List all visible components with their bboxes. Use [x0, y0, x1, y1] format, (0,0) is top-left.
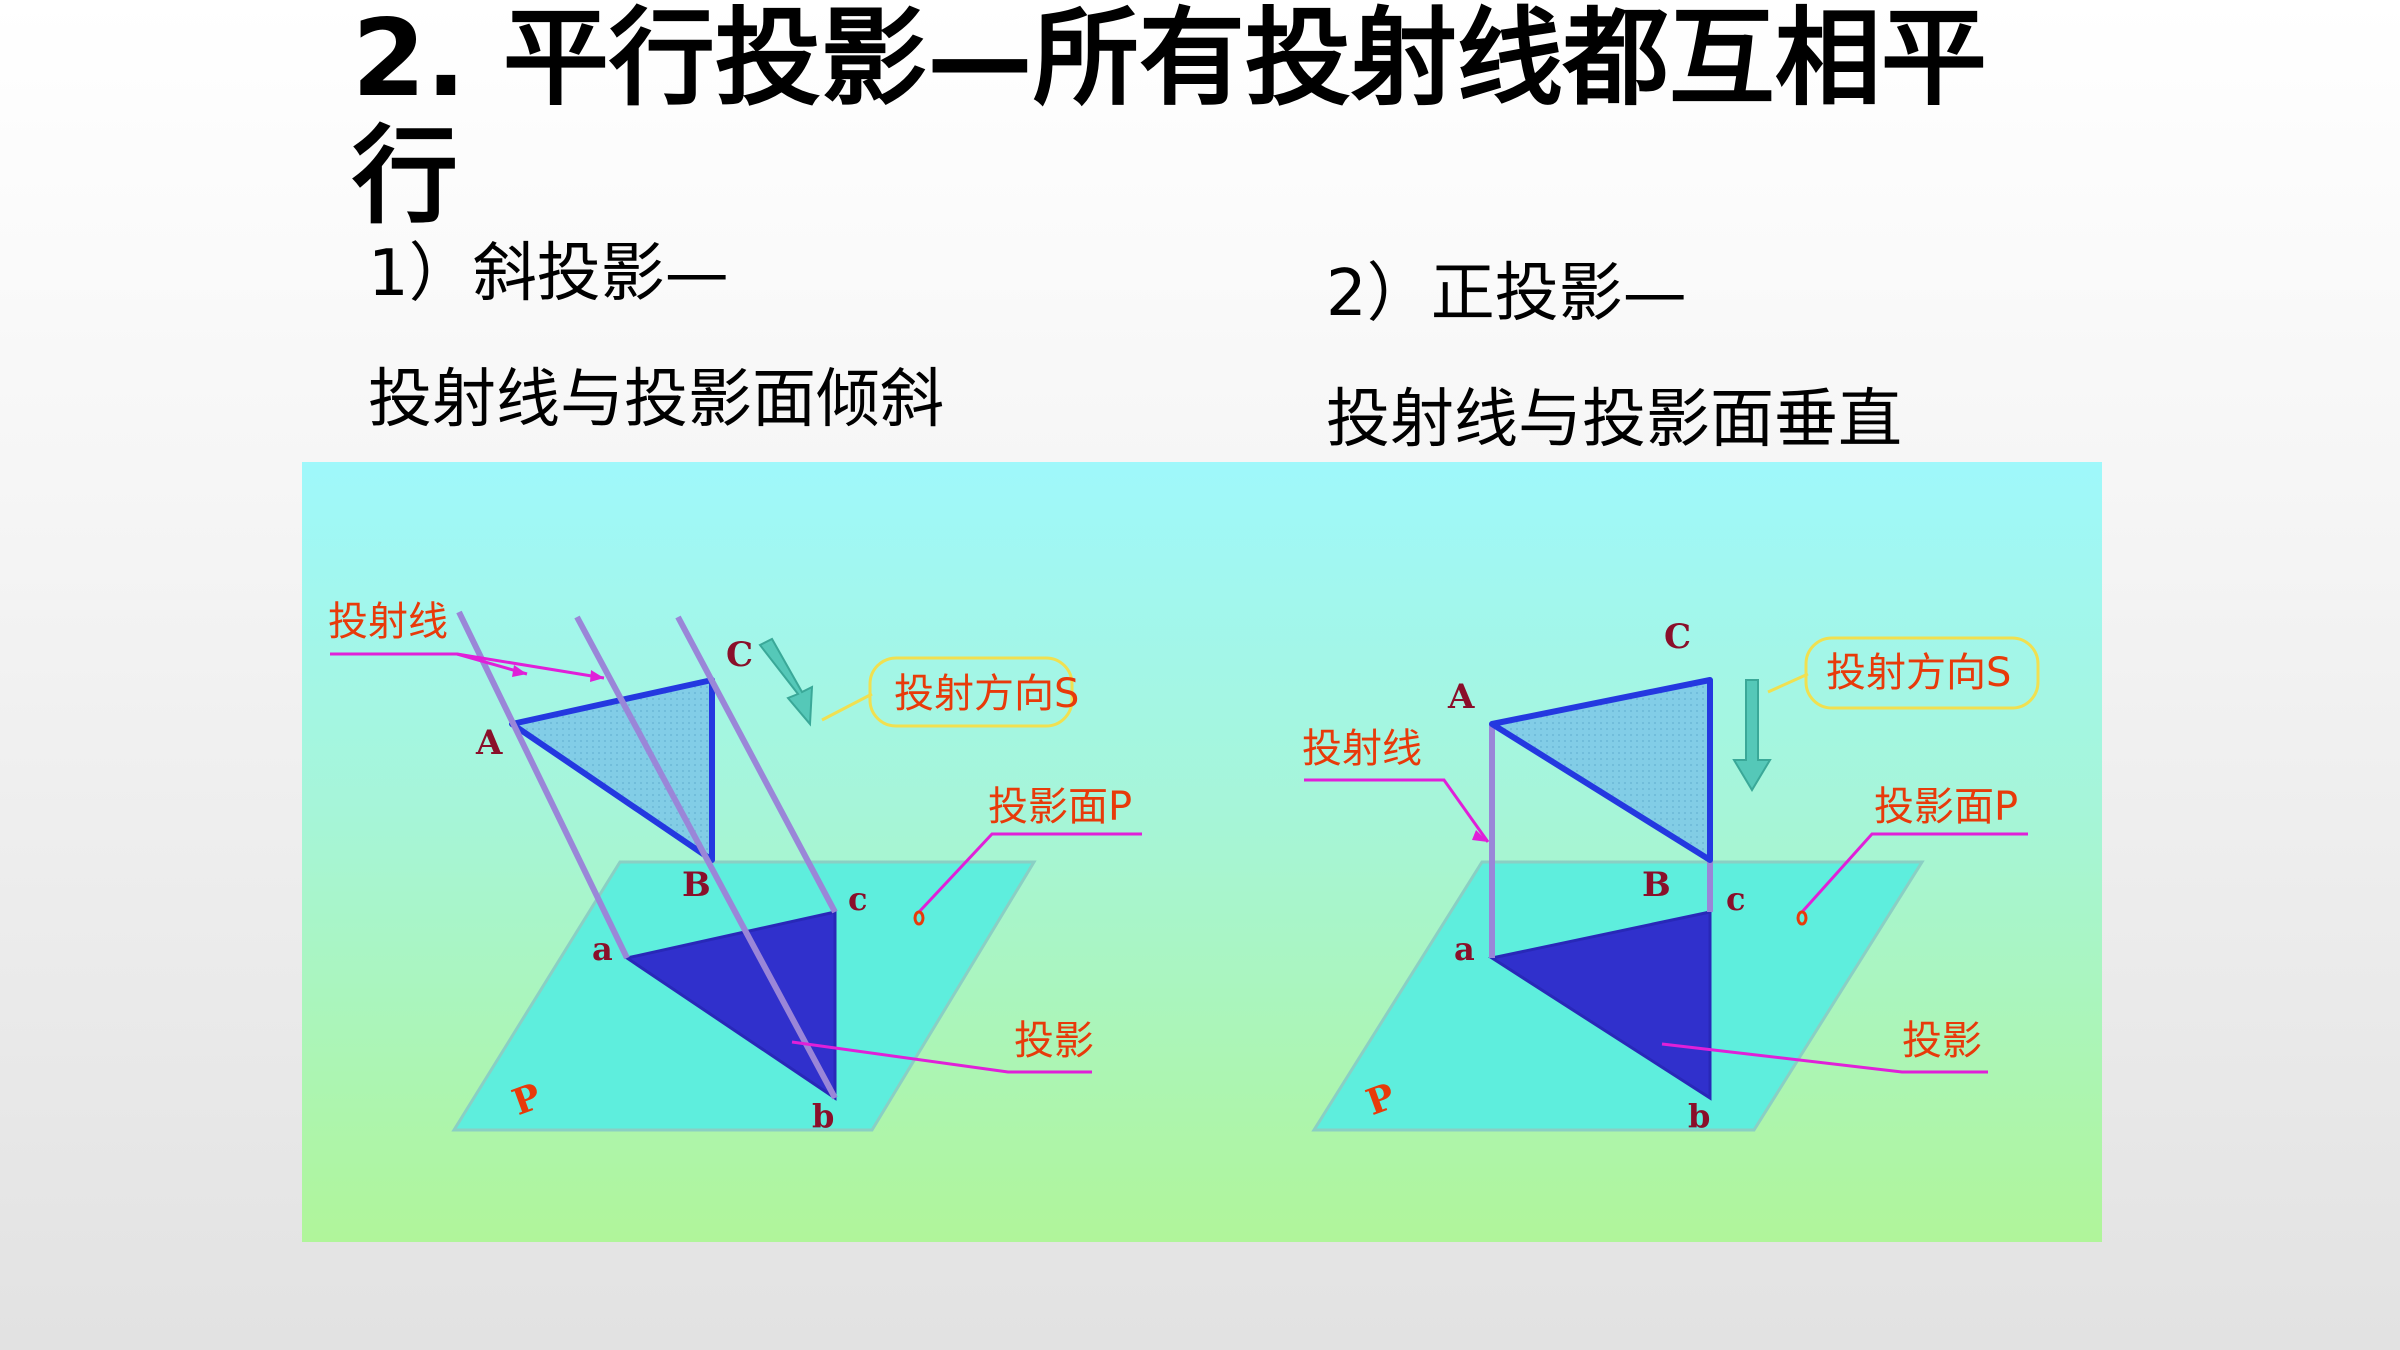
oblique-diagram: 投射线 投射方向S 投影面P 投影 P A B C a b c: [328, 599, 1142, 1135]
oblique-projection-triangle: [623, 910, 837, 1101]
orthographic-point-a: a: [1454, 930, 1475, 968]
orthographic-diagram: 投射线 投射方向S 投影面P 投影 P A B C a b c: [1302, 617, 2040, 1135]
orthographic-point-c: c: [1726, 880, 1745, 918]
orthographic-plane-leader: [1800, 832, 2028, 914]
oblique-point-A: A: [475, 723, 503, 763]
orthographic-projection-leader: [1661, 1042, 1988, 1074]
oblique-direction-callout: [868, 656, 1074, 728]
oblique-point-C: C: [726, 635, 753, 675]
oblique-point-b: b: [812, 1097, 834, 1135]
orthographic-direction-leader: [1767, 672, 1809, 694]
oblique-projection-leader: [791, 1040, 1092, 1074]
oblique-direction-arrow-icon: [758, 637, 814, 727]
orthographic-description: 投射线与投影面垂直: [1326, 383, 1902, 457]
oblique-description: 投射线与投影面倾斜: [368, 363, 944, 437]
oblique-projection-label: 投影: [1014, 1018, 1094, 1064]
oblique-plane-leader: [917, 832, 1142, 914]
orthographic-direction-callout: [1804, 636, 2040, 710]
oblique-direction-leader: [821, 692, 873, 722]
orthographic-heading: 2）正投影—: [1326, 257, 1687, 331]
oblique-point-c: c: [848, 880, 867, 918]
orthographic-point-C: C: [1664, 617, 1691, 657]
leader-arrowhead-icon: [512, 665, 527, 677]
oblique-projector-label: 投射线: [328, 599, 448, 645]
projection-diagrams: 投射线 投射方向S 投影面P 投影 P A B C a b c: [328, 599, 2040, 1135]
oblique-plane-label: 投影面P: [988, 784, 1132, 830]
oblique-heading: 1）斜投影—: [368, 237, 729, 311]
diagram-panel: 投射线 投射方向S 投影面P 投影 P A B C a b c: [302, 462, 2102, 1242]
oblique-projector-leader-2: [456, 652, 605, 680]
orthographic-point-B: B: [1642, 865, 1671, 905]
oblique-projector-b: [574, 615, 838, 1100]
oblique-plane-point: [913, 910, 925, 926]
orthographic-point-b: b: [1688, 1097, 1710, 1135]
orthographic-point-A: A: [1447, 677, 1475, 717]
oblique-space-triangle: [509, 677, 715, 863]
orthographic-projection-label: 投影: [1902, 1018, 1982, 1064]
orthographic-space-triangle: [1489, 677, 1713, 863]
orthographic-direction-label: 投射方向S: [1826, 650, 2011, 696]
oblique-direction-label: 投射方向S: [894, 671, 1079, 717]
oblique-projector-c: [675, 615, 838, 914]
orthographic-projector-label: 投射线: [1302, 726, 1422, 772]
oblique-projector-leader: [330, 652, 528, 676]
orthographic-plane-point: [1796, 910, 1808, 926]
oblique-projector-a: [456, 610, 630, 960]
slide-title: 2. 平行投影—所有投射线都互相平行: [352, 0, 1987, 238]
orthographic-projector-leader: [1304, 778, 1490, 843]
oblique-point-a: a: [592, 930, 613, 968]
leader-arrowhead-icon: [590, 670, 604, 682]
orthographic-plane-label: 投影面P: [1874, 784, 2018, 830]
orthographic-direction-arrow-icon: [1732, 679, 1772, 792]
leader-arrowhead-icon: [1472, 830, 1488, 842]
oblique-point-B: B: [682, 865, 711, 905]
orthographic-projection-triangle: [1488, 910, 1712, 1101]
